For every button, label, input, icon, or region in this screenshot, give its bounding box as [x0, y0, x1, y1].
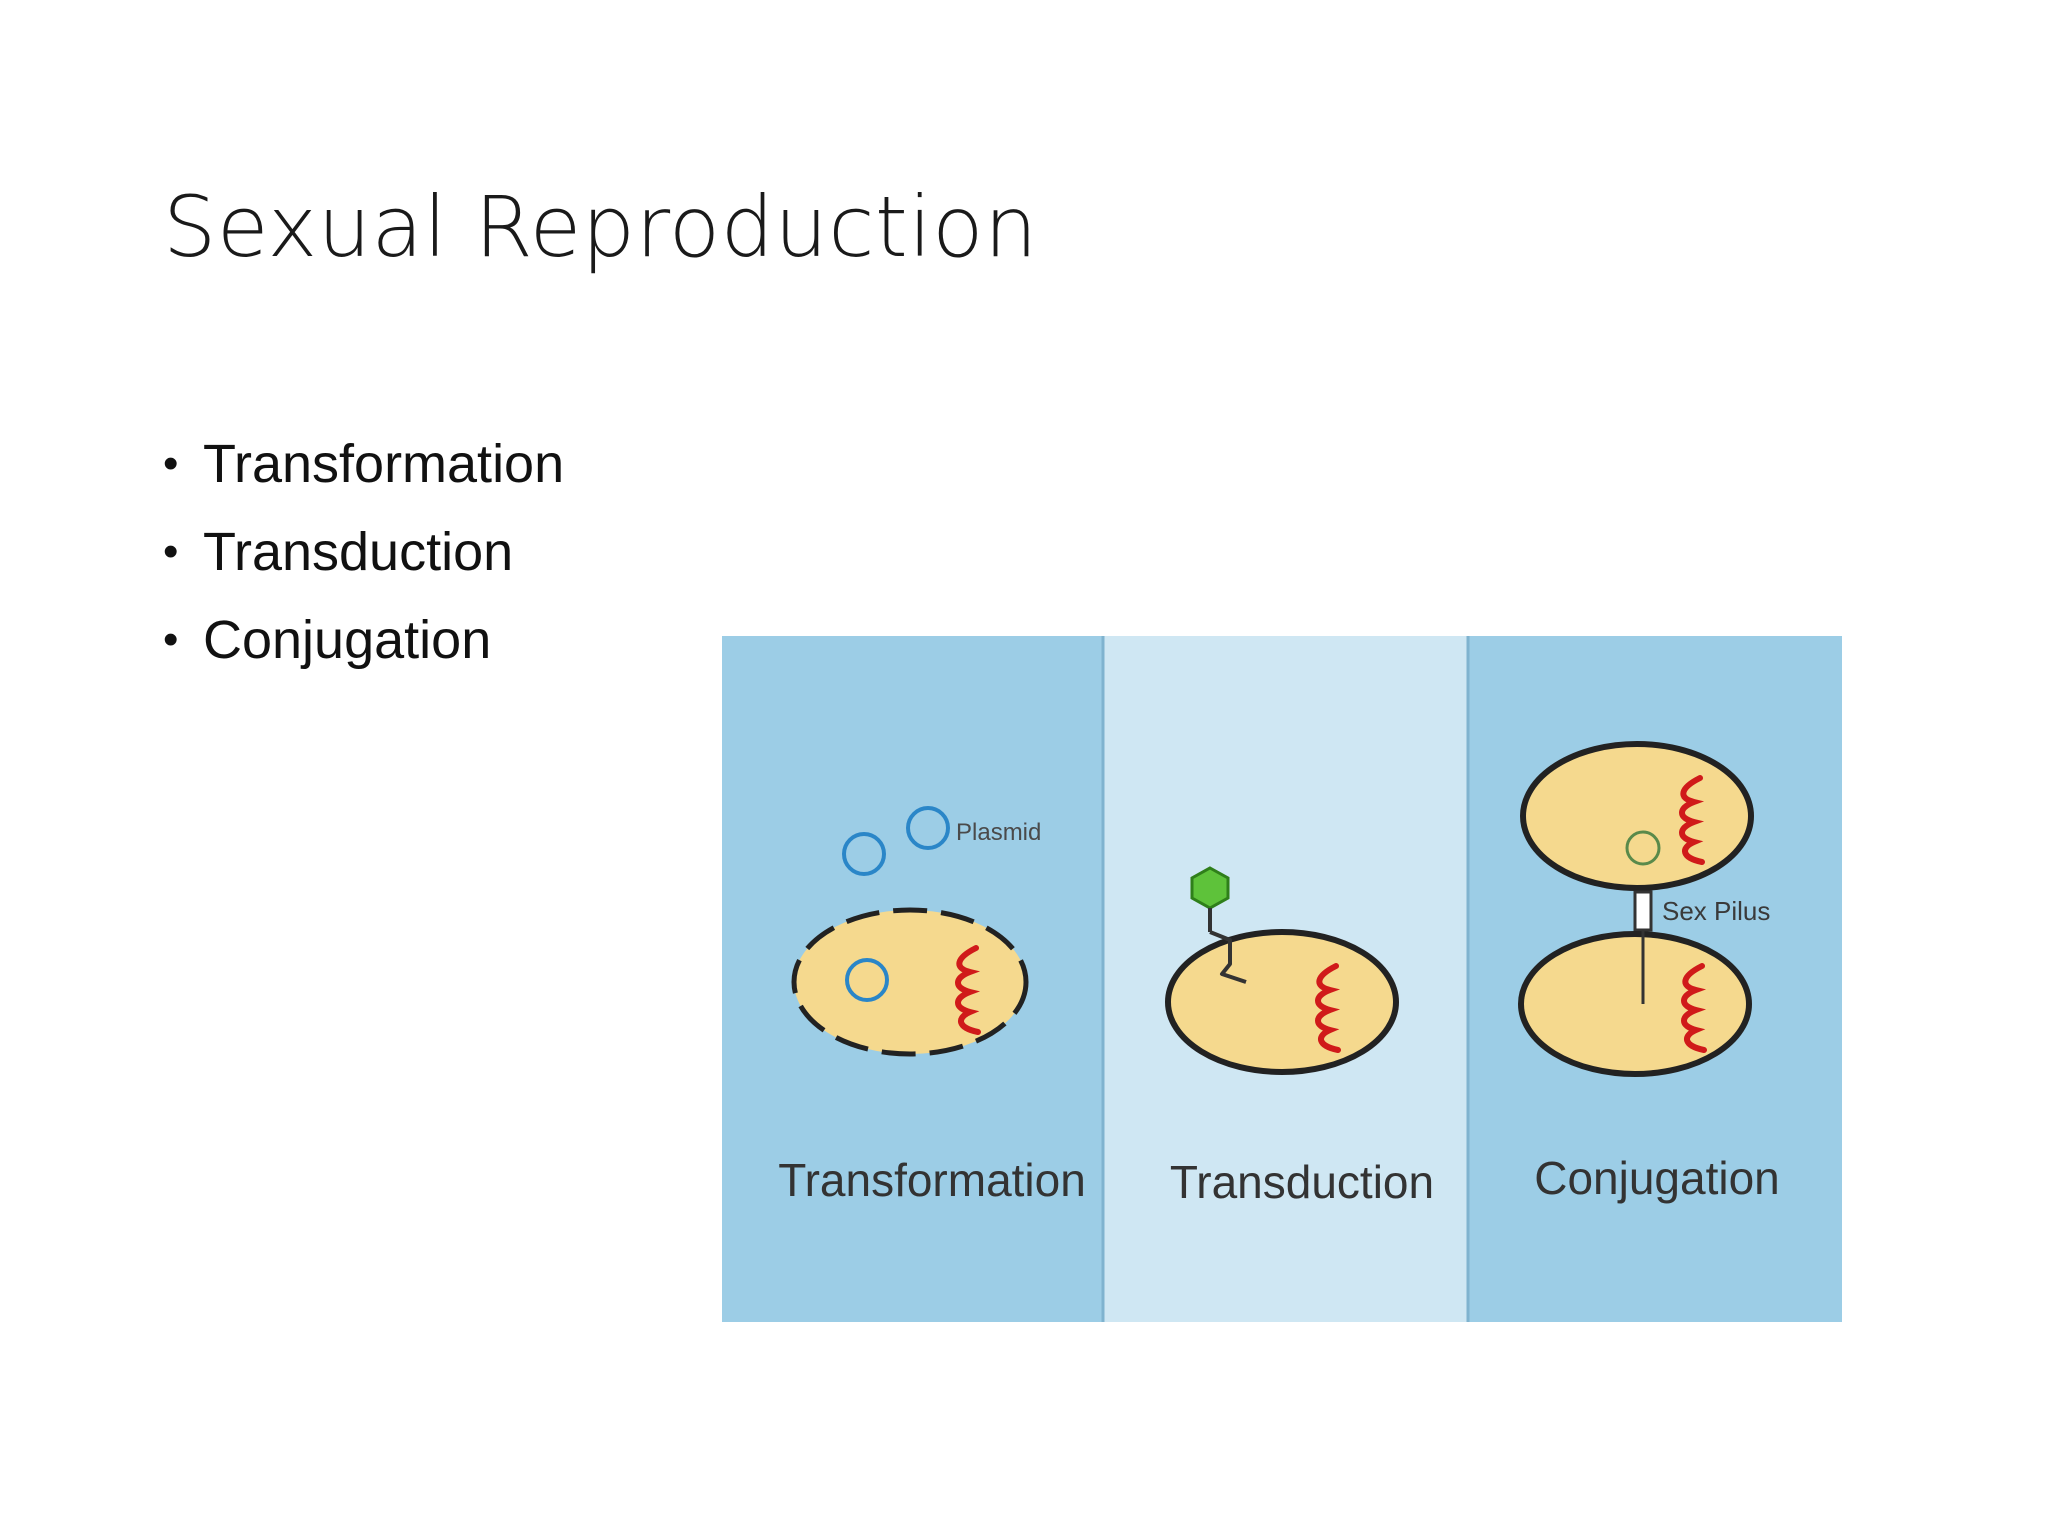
recipient-cell — [1518, 931, 1752, 1077]
dna-coil-icon — [1679, 775, 1705, 865]
bacteriophage-icon — [1190, 866, 1230, 932]
bullet-dot-icon: • — [163, 439, 179, 488]
bullet-text: Conjugation — [203, 610, 492, 670]
recipient-cell — [791, 907, 1029, 1057]
bullet-item: • Transduction — [163, 508, 564, 596]
sex-pilus-label: Sex Pilus — [1662, 896, 1770, 926]
bullet-item: • Transformation — [163, 420, 564, 508]
dna-coil-icon — [1315, 963, 1341, 1053]
panel-label-transduction: Transduction — [1170, 1156, 1434, 1208]
plasmid-icon — [845, 958, 889, 1002]
plasmid-icon — [906, 806, 950, 850]
bullet-list: • Transformation • Transduction • Conjugati… — [163, 420, 564, 684]
sex-pilus-bridge — [1633, 890, 1653, 932]
plasmid-icon — [1625, 830, 1661, 866]
dna-coil-icon — [1681, 963, 1707, 1053]
panel-label-conjugation: Conjugation — [1534, 1152, 1780, 1204]
host-cell — [1165, 929, 1399, 1075]
panel-label-transformation: Transformation — [778, 1154, 1086, 1206]
bullet-text: Transformation — [203, 434, 565, 494]
plasmid-icon — [842, 832, 886, 876]
gene-transfer-diagram: Plasmid Transformation Transduction Sex … — [722, 636, 1842, 1322]
donor-cell — [1520, 741, 1754, 891]
plasmid-label: Plasmid — [956, 819, 1041, 846]
bullet-dot-icon: • — [163, 615, 179, 664]
bullet-item: • Conjugation — [163, 596, 564, 684]
bullet-dot-icon: • — [163, 527, 179, 576]
dna-coil-icon — [955, 945, 981, 1035]
bullet-text: Transduction — [203, 522, 514, 582]
injected-dna-icon — [1209, 930, 1247, 984]
gene-transfer-figure: Plasmid Transformation Transduction Sex … — [722, 636, 1842, 1322]
slide-title: Sexual Reproduction — [163, 178, 1038, 276]
